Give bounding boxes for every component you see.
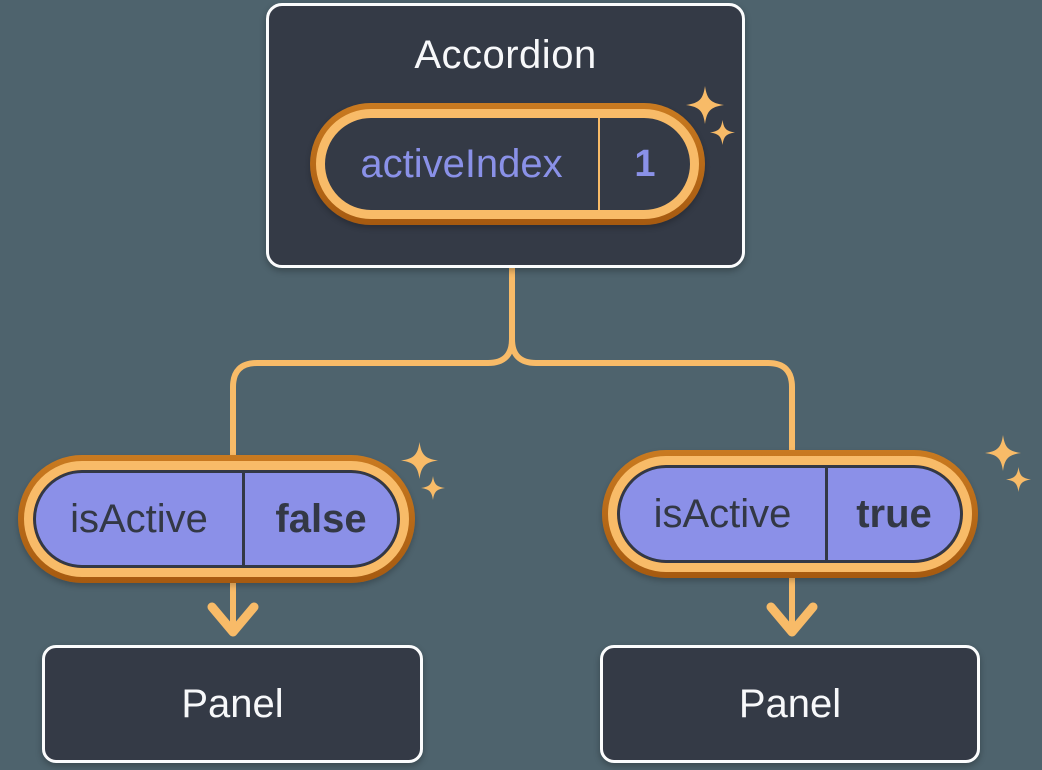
prop-label-left: isActive bbox=[70, 497, 208, 541]
panel-node-left: Panel bbox=[42, 645, 423, 763]
panel-node-right: Panel bbox=[600, 645, 980, 763]
state-pill-body: activeIndex 1 bbox=[316, 109, 699, 219]
accordion-title: Accordion bbox=[414, 33, 597, 77]
arrowhead-right-icon bbox=[766, 602, 818, 637]
sparkle-icon bbox=[1006, 467, 1031, 492]
prop-pill-right: isActive true bbox=[602, 450, 978, 578]
prop-value-left: false bbox=[242, 473, 397, 565]
prop-value-right: true bbox=[825, 468, 960, 560]
sparkle-icon bbox=[686, 86, 724, 124]
sparkle-icon bbox=[985, 435, 1021, 471]
prop-pill-right-body: isActive true bbox=[608, 456, 972, 572]
sparkle-icon bbox=[401, 442, 438, 479]
state-label: activeIndex bbox=[360, 142, 563, 186]
prop-pill-left-body: isActive false bbox=[24, 461, 409, 577]
panel-label-left: Panel bbox=[181, 682, 284, 726]
arrowhead-left-icon bbox=[207, 602, 259, 637]
state-pill: activeIndex 1 bbox=[310, 103, 705, 225]
state-value: 1 bbox=[598, 118, 690, 210]
sparkle-icon bbox=[421, 476, 445, 500]
prop-label-right: isActive bbox=[653, 492, 792, 536]
panel-label-right: Panel bbox=[738, 682, 842, 726]
sparkle-icon bbox=[710, 120, 735, 145]
connector-right bbox=[509, 264, 795, 631]
prop-pill-left: isActive false bbox=[18, 455, 415, 583]
accordion-node: Accordion activeIndex 1 bbox=[266, 3, 745, 268]
